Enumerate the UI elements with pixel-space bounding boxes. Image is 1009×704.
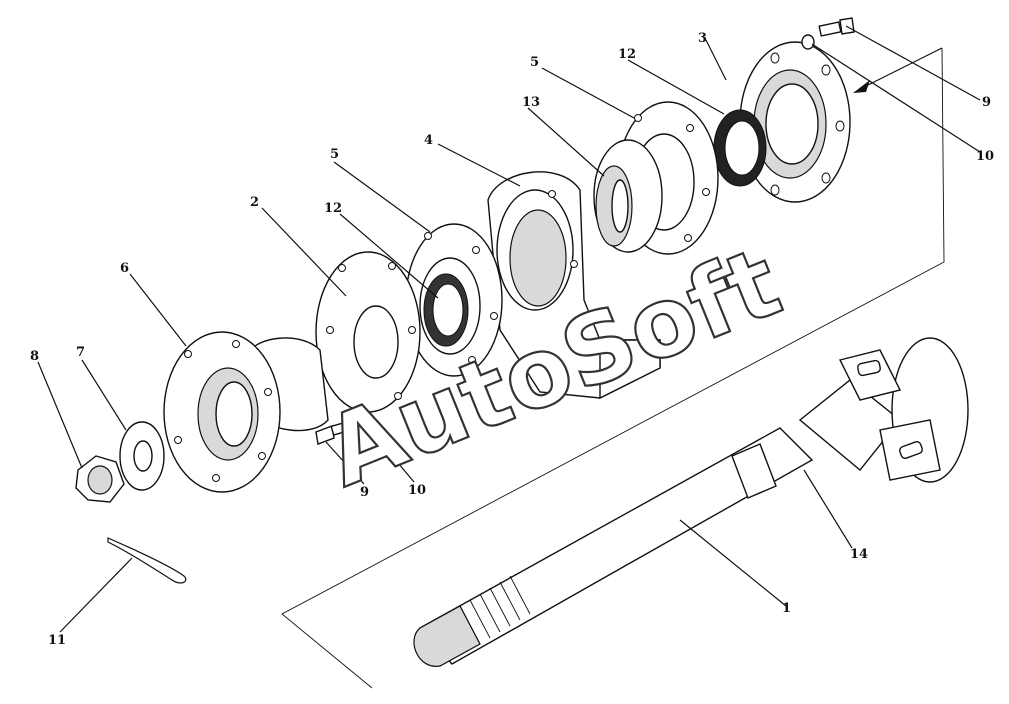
callout-label: 3 xyxy=(698,31,707,46)
callout-label: 12 xyxy=(618,47,636,62)
callout-label: 11 xyxy=(48,633,66,648)
callout-label: 10 xyxy=(408,483,426,498)
part-11-cotter-pin xyxy=(107,537,187,584)
part-9-bolt-front xyxy=(315,421,350,445)
callout-label: 2 xyxy=(250,195,259,210)
part-10-washer-rear xyxy=(801,34,815,50)
callout-labels: 1 2 3 4 5 5 6 7 8 9 9 10 10 11 12 12 13 … xyxy=(30,31,994,648)
frame-arrow-head xyxy=(853,80,870,93)
frame-outline xyxy=(281,47,945,689)
part-4-housing xyxy=(487,171,661,400)
part-7-washer xyxy=(119,421,165,491)
callout-label: 7 xyxy=(76,345,85,360)
callout-label: 9 xyxy=(982,95,991,110)
callout-label: 8 xyxy=(30,349,39,364)
callout-label: 5 xyxy=(530,55,539,70)
part-12-seal-rear xyxy=(713,109,767,187)
part-13-bearing xyxy=(593,139,663,253)
part-6-flange xyxy=(163,331,329,493)
part-10-washer-front xyxy=(350,407,366,425)
callout-label: 6 xyxy=(120,261,129,276)
callout-label: 13 xyxy=(522,95,540,110)
callout-label: 5 xyxy=(330,147,339,162)
callout-label: 10 xyxy=(976,149,994,164)
callout-label: 1 xyxy=(782,601,791,616)
callout-label: 12 xyxy=(324,201,342,216)
callout-label: 14 xyxy=(850,547,868,562)
part-1-shaft xyxy=(413,427,814,667)
part-12-seal-front xyxy=(423,273,469,347)
part-14-universal-joint xyxy=(798,337,969,483)
part-8-castle-nut xyxy=(75,455,125,503)
callout-label: 9 xyxy=(360,485,369,500)
leader-lines xyxy=(37,25,981,633)
part-3-cover xyxy=(739,41,851,203)
callout-label: 4 xyxy=(424,133,433,148)
frame-arrow-line xyxy=(857,47,943,91)
